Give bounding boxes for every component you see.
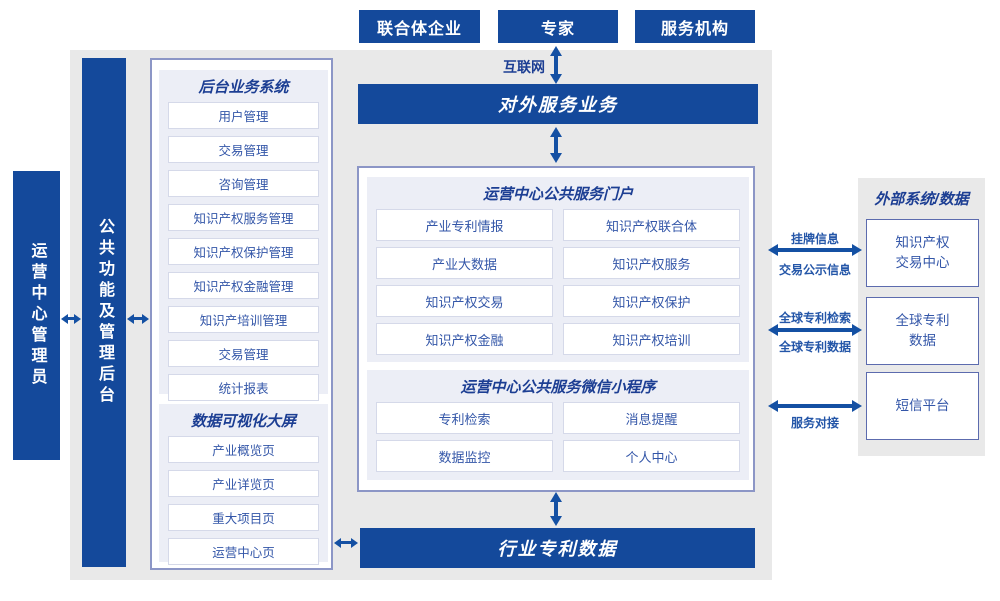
- portal-item: 产业大数据: [376, 247, 553, 279]
- link-label-service-docking: 服务对接: [790, 416, 839, 430]
- bar-industry-patent-data: 行业专利数据: [360, 528, 755, 568]
- external-systems-title: 外部系统/数据: [874, 191, 969, 208]
- portal-items: 产业专利情报 知识产权联合体 产业大数据 知识产权服务 知识产权交易 知识产权保…: [376, 209, 740, 355]
- backend-item: 统计报表: [168, 374, 319, 401]
- link-label-trade-publicity-info: 交易公示信息: [778, 263, 851, 277]
- portal-item: 知识产权培训: [563, 323, 740, 355]
- backend-item: 知识产权服务管理: [168, 204, 319, 231]
- node-operation-center-admin: 运营中心管理员: [13, 171, 60, 460]
- backend-item: 知识产权保护管理: [168, 238, 319, 265]
- left-admin-container: 后台业务系统 用户管理 交易管理 咨询管理 知识产权服务管理 知识产权保护管理 …: [150, 58, 333, 570]
- link-label-global-patent-data: 全球专利数据: [778, 340, 851, 354]
- dashboard-item: 产业详览页: [168, 470, 319, 497]
- internet-label: 互联网: [503, 59, 545, 75]
- node-sms-platform: 短信平台: [866, 372, 979, 440]
- node-management-backend: 公共功能及管理后台: [82, 58, 126, 567]
- backend-item: 知识产权金融管理: [168, 272, 319, 299]
- miniprogram-item: 消息提醒: [563, 402, 740, 434]
- backend-item: 知识产培训管理: [168, 306, 319, 333]
- link-label-global-patent-search: 全球专利检索: [778, 311, 851, 325]
- backend-system-panel: 后台业务系统 用户管理 交易管理 咨询管理 知识产权服务管理 知识产权保护管理 …: [159, 70, 328, 401]
- admin-to-backend-arrow: [68, 317, 74, 320]
- portal-panel: 运营中心公共服务门户 产业专利情报 知识产权联合体 产业大数据 知识产权服务 知…: [367, 177, 749, 362]
- backend-item: 咨询管理: [168, 170, 319, 197]
- backend-item: 交易管理: [168, 136, 319, 163]
- backend-item: 交易管理: [168, 340, 319, 367]
- dashboard-item: 产业概览页: [168, 436, 319, 463]
- node-experts: 专家: [498, 10, 618, 43]
- backend-system-title: 后台业务系统: [198, 79, 289, 96]
- dashboard-items: 产业概览页 产业详览页 重大项目页 运营中心页: [168, 436, 319, 565]
- dashboard-item: 重大项目页: [168, 504, 319, 531]
- portal-title: 运营中心公共服务门户: [482, 186, 633, 203]
- miniprogram-item: 个人中心: [563, 440, 740, 472]
- miniprogram-panel: 运营中心公共服务微信小程序 专利检索 消息提醒 数据监控 个人中心: [367, 370, 749, 480]
- node-consortium-enterprises: 联合体企业: [359, 10, 480, 43]
- miniprogram-items: 专利检索 消息提醒 数据监控 个人中心: [376, 402, 740, 472]
- link-label-listing-info: 挂牌信息: [790, 232, 839, 246]
- global-patent-link-arrow: [778, 328, 852, 332]
- backend-to-panel-arrow: [134, 317, 142, 320]
- dashboard-panel: 数据可视化大屏 产业概览页 产业详览页 重大项目页 运营中心页: [159, 404, 328, 565]
- miniprogram-title: 运营中心公共服务微信小程序: [460, 379, 656, 396]
- portal-item: 知识产权保护: [563, 285, 740, 317]
- sms-link-arrow: [778, 404, 852, 408]
- node-service-agencies: 服务机构: [635, 10, 755, 43]
- internet-arrow: [554, 56, 558, 74]
- dashboard-item: 运营中心页: [168, 538, 319, 565]
- portal-item: 知识产权服务: [563, 247, 740, 279]
- miniprogram-item: 专利检索: [376, 402, 553, 434]
- dashboard-to-industry-arrow: [341, 541, 351, 544]
- portal-to-industry-arrow: [554, 502, 558, 516]
- dashboard-title: 数据可视化大屏: [190, 413, 296, 430]
- backend-system-items: 用户管理 交易管理 咨询管理 知识产权服务管理 知识产权保护管理 知识产权金融管…: [168, 102, 319, 401]
- portal-item: 知识产权联合体: [563, 209, 740, 241]
- backend-item: 用户管理: [168, 102, 319, 129]
- external-service-to-portal-arrow: [554, 137, 558, 153]
- center-service-container: 运营中心公共服务门户 产业专利情报 知识产权联合体 产业大数据 知识产权服务 知…: [357, 166, 755, 492]
- portal-item: 知识产权金融: [376, 323, 553, 355]
- ip-trading-link-arrow: [778, 248, 852, 252]
- bar-external-service: 对外服务业务: [358, 84, 758, 124]
- miniprogram-item: 数据监控: [376, 440, 553, 472]
- portal-item: 知识产权交易: [376, 285, 553, 317]
- portal-item: 产业专利情报: [376, 209, 553, 241]
- node-ip-trading-center: 知识产权 交易中心: [866, 219, 979, 287]
- node-global-patent-data: 全球专利 数据: [866, 297, 979, 365]
